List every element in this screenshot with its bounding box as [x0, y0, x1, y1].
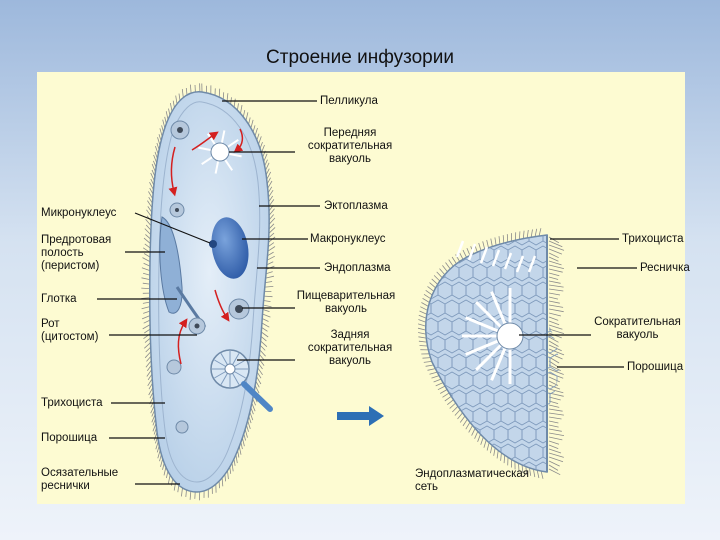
label-trichocyst-right: Трихоциста [622, 233, 684, 245]
label-front-vacuole-line: сократительная [307, 140, 393, 152]
label-pore-right: Порошица [627, 361, 684, 373]
label-pharynx: Глотка [41, 293, 77, 305]
digestive-vacuoles [166, 120, 250, 434]
diagram-panel: Пелликула Передняя сократительная вакуол… [37, 72, 690, 504]
label-rear-vacuole: Задняя сократительная вакуоль [295, 329, 405, 368]
paramecium-illustration [97, 83, 637, 501]
label-contractile-vacuole-right-line: вакуоль [616, 329, 659, 341]
label-rear-vacuole-line: Задняя [330, 329, 370, 341]
label-er-line: Эндоплазматическая [415, 468, 529, 480]
label-peristome-line: полость [41, 247, 84, 259]
leader-lines [97, 100, 637, 485]
peristome [159, 216, 183, 314]
label-front-vacuole-line: вакуоль [329, 153, 371, 165]
label-digestive-vacuole: Пищеварительная вакуоль [289, 290, 403, 316]
magnifier-handle [241, 381, 273, 412]
label-pellicle: Пелликула [320, 95, 378, 107]
label-front-vacuole-line: Передняя [323, 127, 377, 139]
label-micronucleus: Микронуклеус [41, 207, 117, 219]
micronucleus [209, 240, 217, 248]
label-digestive-vacuole-line: Пищеварительная [296, 290, 396, 302]
label-peristome-line: Предротовая [41, 234, 112, 246]
cyclosis-arrows [168, 128, 244, 365]
label-er: Эндоплазматическая сеть [415, 468, 529, 494]
label-mouth-line: (цитостом) [41, 331, 99, 343]
label-tactile-cilia-line: реснички [41, 480, 90, 492]
label-contractile-vacuole-right-line: Сократительная [594, 316, 681, 328]
label-digestive-vacuole-line: вакуоль [325, 303, 367, 315]
label-front-vacuole: Передняя сократительная вакуоль [295, 127, 405, 166]
label-rear-vacuole-line: сократительная [307, 342, 393, 354]
label-rear-vacuole-line: вакуоль [329, 355, 371, 367]
cell-body [149, 91, 270, 493]
label-pore-left: Порошица [41, 432, 98, 444]
label-macronucleus: Макронуклеус [310, 233, 386, 245]
label-ectoplasm: Эктоплазма [324, 200, 388, 212]
label-peristome: Предротовая полость (перистом) [41, 234, 111, 273]
macronucleus [211, 217, 249, 279]
label-trichocyst-left: Трихоциста [41, 397, 103, 409]
front-contractile-vacuole [198, 130, 242, 174]
label-cilium: Ресничка [640, 262, 690, 274]
label-tactile-cilia-line: Осязательные [41, 467, 119, 479]
slide-title: Строение инфузории [266, 47, 454, 68]
label-contractile-vacuole-right: Сократительная вакуоль [590, 316, 685, 342]
label-er-line: сеть [415, 481, 439, 493]
label-endoplasm: Эндоплазма [324, 262, 391, 274]
transition-arrow [337, 406, 384, 426]
label-peristome-line: (перистом) [41, 260, 100, 272]
label-mouth-line: Рот [41, 318, 60, 330]
ectoplasm-boundary [158, 101, 261, 483]
label-mouth: Рот (цитостом) [41, 318, 98, 344]
label-tactile-cilia: Осязательные реснички [41, 467, 118, 493]
enlarged-cell-section [425, 234, 559, 473]
